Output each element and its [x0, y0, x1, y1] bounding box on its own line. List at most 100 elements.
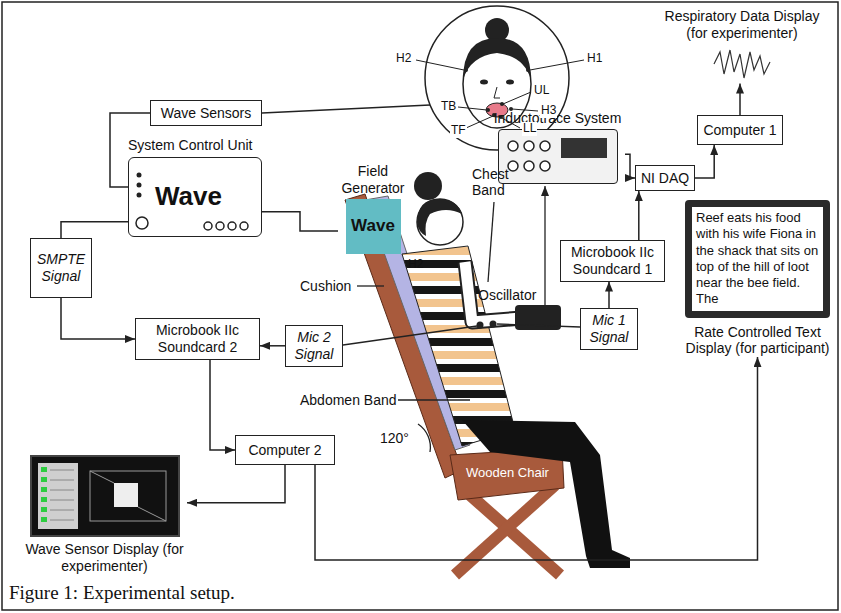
node-text: Microbook IIc Soundcard 2 [140, 322, 255, 356]
monitor [50, 470, 74, 471]
inductotrace-device [540, 141, 550, 151]
computer-box: Computer 2 [235, 435, 335, 465]
respiratory-trace [714, 50, 770, 78]
monitor [38, 463, 78, 529]
device-text: Wave [346, 199, 401, 254]
node-text: Respiratory Data Display (for experiment… [662, 8, 822, 42]
node-text: System Control Unit [128, 137, 262, 157]
face-inset [480, 80, 488, 85]
figure-caption: Figure 1: Experimental setup. [9, 582, 235, 604]
connector-line [187, 465, 285, 503]
monitor [41, 467, 47, 472]
wooden-chair [470, 495, 560, 575]
face-inset [464, 68, 468, 72]
face-inset [466, 116, 493, 128]
unit-details [204, 222, 248, 230]
unit-details [137, 173, 142, 178]
respiratory-trace [712, 44, 772, 84]
unit-details [136, 217, 148, 229]
connector-line [262, 212, 338, 231]
face-inset [503, 92, 531, 104]
monitor [41, 517, 47, 522]
person [414, 172, 442, 200]
display-plot: Respiratory Data Display (for experiment… [662, 8, 822, 84]
callout-label: LL [522, 122, 537, 136]
node-text: Mic 2 Signal [289, 329, 339, 363]
angle-label: 120° [380, 430, 409, 446]
computer-box: Computer 1 [697, 115, 783, 145]
node-text: Computer 2 [248, 442, 321, 459]
connector-line [608, 282, 610, 308]
unit-details [216, 222, 224, 230]
monitor [138, 507, 166, 521]
monitor [41, 507, 47, 512]
connector-line [260, 345, 285, 347]
node-text: Microbook IIc Soundcard 1 [565, 244, 660, 278]
inductotrace-device [561, 138, 607, 158]
inductotrace-device [508, 141, 550, 171]
node-text: Reef eats his food with his wife Fiona i… [685, 200, 830, 318]
person [402, 172, 630, 568]
soundcard-box: Microbook IIc Soundcard 1 [560, 240, 665, 282]
person [462, 420, 630, 568]
unit-details [228, 222, 236, 230]
monitor [41, 497, 47, 502]
node-text: NI DAQ [641, 170, 689, 187]
inductotrace-device [524, 161, 534, 171]
person [417, 199, 463, 245]
face-inset [458, 107, 487, 110]
node-text: Field Generator [338, 163, 408, 197]
connector-line [695, 145, 714, 178]
monitor [30, 455, 180, 537]
node-text: SMPTE Signal [34, 251, 88, 285]
soundcard-box: Microbook IIc Soundcard 2 [135, 318, 260, 360]
part-label: Oscillator [478, 287, 536, 303]
monitor [90, 471, 114, 483]
person [402, 246, 515, 446]
wires [343, 186, 580, 452]
part-label: Cushion [300, 278, 351, 294]
person [490, 321, 497, 328]
monitor [41, 467, 47, 522]
unit-details [240, 222, 248, 230]
wires [357, 285, 384, 286]
face-inset [494, 87, 500, 98]
unit-details [137, 173, 142, 198]
connector-line [210, 360, 235, 450]
connector-line [739, 84, 741, 115]
callout-label: UL [533, 84, 550, 98]
wires [418, 424, 430, 452]
field-generator: Field GeneratorWave [338, 163, 408, 254]
connector-line [638, 191, 640, 240]
part-label: Wooden Chair [466, 466, 549, 481]
daq-box: NI DAQ [635, 165, 695, 191]
monitor [90, 471, 166, 521]
person [417, 199, 462, 236]
inductotrace-device [524, 141, 534, 151]
callout-label: H2 [408, 258, 423, 272]
callout-label: H1 [586, 52, 603, 66]
node-text: Computer 1 [703, 122, 776, 139]
monitor [114, 483, 138, 507]
sensor-wire [262, 105, 430, 113]
node-text: Wave Sensor Display (for experimenter) [22, 541, 187, 575]
connector-line [61, 298, 135, 339]
inductotrace-device [540, 161, 550, 171]
sensor-wire [262, 105, 430, 113]
callout-label: H2 [395, 52, 412, 66]
face-inset [416, 60, 464, 70]
connector-line [625, 154, 635, 178]
text-display: Reef eats his food with his wife Fiona i… [685, 200, 830, 357]
signal-box: SMPTE Signal [30, 238, 92, 298]
wires [488, 202, 494, 282]
unit-details [137, 193, 142, 198]
inductotrace-system: Inductotrace System [490, 110, 625, 184]
callout-label: H3 [540, 104, 557, 118]
node-text: Inductotrace System [490, 110, 625, 127]
sensor-box: Wave Sensors [150, 100, 262, 126]
monitor [50, 470, 74, 520]
connector-line [315, 357, 758, 560]
monitor [50, 510, 74, 511]
